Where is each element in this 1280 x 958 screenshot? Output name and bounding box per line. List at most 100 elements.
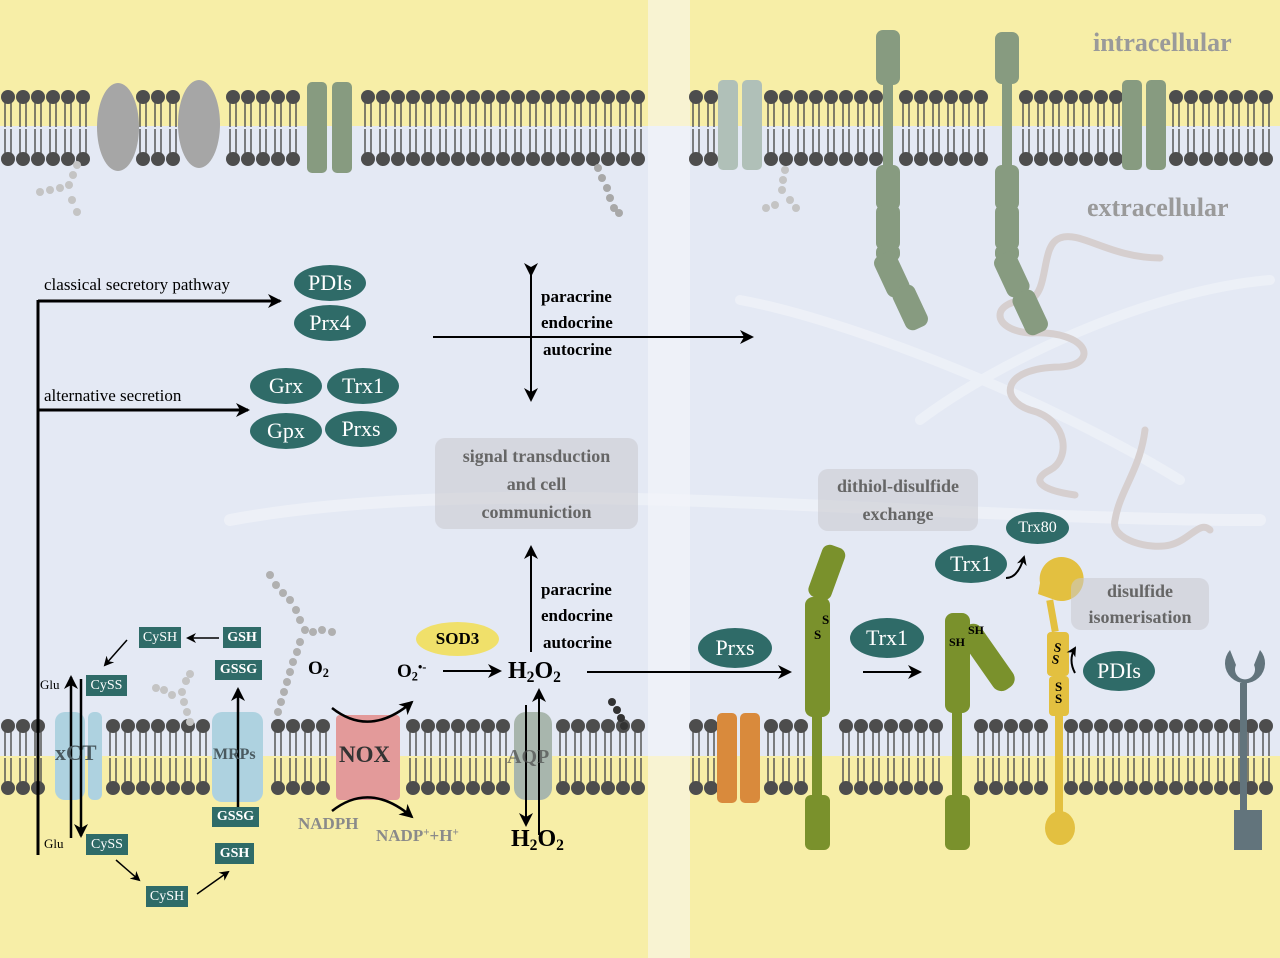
lipid-head [496, 152, 510, 166]
nox-oxygen-arrow [331, 700, 414, 723]
lipid-head [974, 152, 988, 166]
classical-secretory-pathway-label: classical secretory pathway [44, 275, 230, 294]
membrane-bottom-right [689, 719, 1273, 795]
lipid-head [1004, 781, 1018, 795]
lipid-head [1094, 152, 1108, 166]
lipid-head [704, 90, 718, 104]
grey-membrane-protein-1 [97, 83, 139, 171]
lipid-head [1, 152, 15, 166]
lipid-head [436, 781, 450, 795]
lipid-head [256, 90, 270, 104]
slate-receptor [1224, 650, 1266, 850]
lipid-head [1214, 781, 1228, 795]
lipid-head [466, 152, 480, 166]
lipid-head [481, 90, 495, 104]
nadp-text: NADP [376, 826, 424, 845]
lipid-head [166, 719, 180, 733]
nadp-superscript: + [423, 826, 430, 839]
glycan-bottom-mid [266, 571, 336, 716]
lipid-head [631, 90, 645, 104]
lipid-head [481, 781, 495, 795]
lipid-head [106, 719, 120, 733]
lipid-head [61, 152, 75, 166]
lipid-head [556, 152, 570, 166]
lipid-head [406, 152, 420, 166]
right-top-intracellular [690, 0, 1280, 126]
membrane-top-right [689, 90, 1273, 166]
olive-receptor-disulfide [805, 544, 846, 850]
lipid-head [436, 719, 450, 733]
lipid-head [854, 719, 868, 733]
nadph-label: NADPH [298, 814, 359, 833]
cysh-extracellular: CySH [139, 627, 181, 648]
signaling-top-paracrine: paracrine [541, 287, 612, 306]
lipid-head [689, 719, 703, 733]
lipid-head [1184, 719, 1198, 733]
lipid-head [436, 90, 450, 104]
nadp-label: NADP++H+ [376, 826, 459, 846]
trx1-to-trx80-arrow [1005, 555, 1027, 579]
extracellular-label: extracellular [1087, 193, 1229, 222]
lipid-head [631, 719, 645, 733]
lipid-head [1214, 90, 1228, 104]
lipid-head [1019, 719, 1033, 733]
lipid-head [764, 781, 778, 795]
lipid-head [959, 152, 973, 166]
lipid-head [151, 90, 165, 104]
disulfide-isomerisation-box: disulfide isomerisation [1071, 578, 1209, 630]
disulfide-s-upper: S [822, 612, 830, 627]
lipid-head [1094, 719, 1108, 733]
lipid-head [824, 90, 838, 104]
lipid-head [286, 781, 300, 795]
lipid-head [1244, 152, 1258, 166]
gsh-intracellular: GSH [215, 843, 254, 864]
lipid-head [1199, 719, 1213, 733]
lipid-head [1004, 719, 1018, 733]
lipid-head [526, 90, 540, 104]
sod3-enzyme: SOD3 [416, 622, 499, 656]
lipid-head [794, 152, 808, 166]
lipid-head [586, 90, 600, 104]
lipid-head [854, 781, 868, 795]
orange-channel-b [740, 713, 760, 803]
lipid-head [361, 90, 375, 104]
lipid-head [1214, 152, 1228, 166]
lipid-head [271, 152, 285, 166]
lipid-head [376, 90, 390, 104]
lipid-head [511, 90, 525, 104]
lipid-head [1184, 781, 1198, 795]
h2o2-h: H [508, 658, 527, 684]
lipid-head [466, 781, 480, 795]
lipid-head [809, 152, 823, 166]
lipid-head [1079, 90, 1093, 104]
lipid-head [779, 781, 793, 795]
membrane-top-left [1, 90, 645, 166]
divider-strip-bottom [648, 756, 690, 958]
lipid-head [914, 90, 928, 104]
lipid-head [31, 152, 45, 166]
signaling-bottom-paracrine: paracrine [541, 580, 612, 599]
lipid-head [391, 90, 405, 104]
lipid-head [779, 152, 793, 166]
lipid-head [1259, 719, 1273, 733]
glycan-top-left [36, 161, 81, 216]
lipid-head [571, 90, 585, 104]
lipid-head [16, 781, 30, 795]
lipid-head [601, 90, 615, 104]
lipid-head [1124, 781, 1138, 795]
glycan-bottom-right [608, 698, 628, 730]
sage-channel-top-right-b [1146, 80, 1166, 170]
lipid-head [854, 152, 868, 166]
oxygen-symbol: O [308, 658, 323, 679]
protein-trx1-right: Trx1 [850, 618, 924, 658]
divider-strip-mid [648, 126, 690, 756]
lipid-head [226, 90, 240, 104]
lipid-head [1169, 781, 1183, 795]
lipid-head [226, 152, 240, 166]
aqp-channel [514, 712, 552, 800]
dithiol-disulfide-box: dithiol-disulfide exchange [818, 469, 978, 531]
lipid-head [1109, 152, 1123, 166]
lipid-head [1094, 781, 1108, 795]
lipid-head [106, 781, 120, 795]
signaling-bottom-autocrine: autocrine [543, 633, 612, 652]
